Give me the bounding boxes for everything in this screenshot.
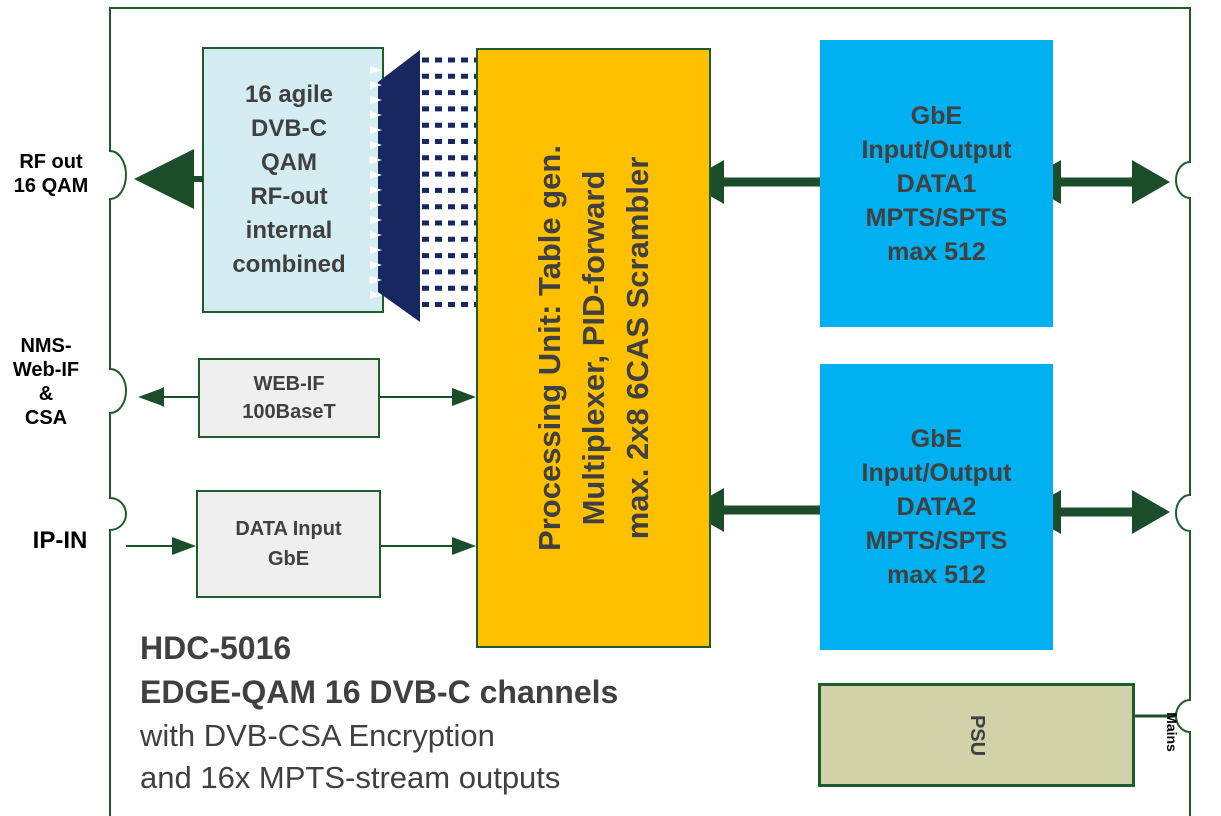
qam-line-6: combined	[232, 251, 346, 278]
webif-out-arrowhead	[138, 389, 160, 405]
combiner-connector	[378, 50, 420, 322]
nms-web-if-csa-label: NMS- Web-IF & CSA	[12, 335, 80, 429]
processing-unit-text: Processing Unit: Table gen. Multiplexer,…	[531, 145, 655, 551]
gbe-data1-block: GbE Input/Output DATA1 MPTS/SPTS max 512	[820, 40, 1053, 327]
enclosure-frame	[109, 7, 1191, 816]
combiner-pin	[370, 216, 382, 224]
combiner-pin	[370, 261, 382, 269]
qam-line-3: QAM	[261, 149, 317, 176]
qam-line-4: RF-out	[250, 183, 328, 210]
ip-in-label: IP-IN	[32, 527, 88, 554]
combiner-pin	[370, 66, 382, 74]
title-headline: EDGE-QAM 16 DVB-C channels	[140, 674, 619, 710]
combiner-pin	[370, 96, 382, 104]
combiner-pin	[370, 246, 382, 254]
ip-in-arrowhead	[172, 537, 196, 555]
title-line-1: with DVB-CSA Encryption	[140, 718, 495, 753]
combiner-pin	[370, 111, 382, 119]
combiner-pin	[370, 126, 382, 134]
title-line-2: and 16x MPTS-stream outputs	[140, 760, 561, 795]
combiner-pin	[370, 141, 382, 149]
data-input-to-processing-arrowhead	[452, 537, 476, 555]
combiner-pin	[370, 186, 382, 194]
title-model: HDC-5016	[140, 630, 292, 666]
gbe-data2-block: GbE Input/Output DATA2 MPTS/SPTS max 512	[820, 364, 1053, 650]
webif-to-processing-arrowhead	[452, 388, 476, 406]
combiner-pin	[370, 171, 382, 179]
qam-line-1: 16 agile	[244, 81, 334, 108]
combiner-pin	[370, 231, 382, 239]
combiner-pin	[370, 81, 382, 89]
qam-block: 16 agile DVB-C QAM RF-out internal combi…	[203, 48, 375, 312]
webif-block: WEB-IF 100BaseT	[198, 358, 380, 438]
bus-dots	[422, 57, 478, 307]
mains-label: Mains	[1164, 712, 1180, 752]
combiner-pin	[370, 156, 382, 164]
qam-line-5: internal	[245, 217, 333, 244]
processing-unit-block: Processing Unit: Table gen. Multiplexer,…	[476, 48, 711, 648]
rf-out-label: RF out 16 QAM	[13, 151, 89, 197]
combiner-pins	[370, 66, 382, 299]
qam-block-box	[202, 47, 384, 313]
qam-line-2: DVB-C	[251, 115, 327, 142]
combiner-pin	[370, 276, 382, 284]
combiner-pin	[370, 291, 382, 299]
psu-label: PSU	[966, 714, 988, 756]
psu-block: PSU	[818, 683, 1135, 787]
data-input-block: DATA Input GbE	[196, 490, 381, 598]
combiner-pin	[370, 201, 382, 209]
